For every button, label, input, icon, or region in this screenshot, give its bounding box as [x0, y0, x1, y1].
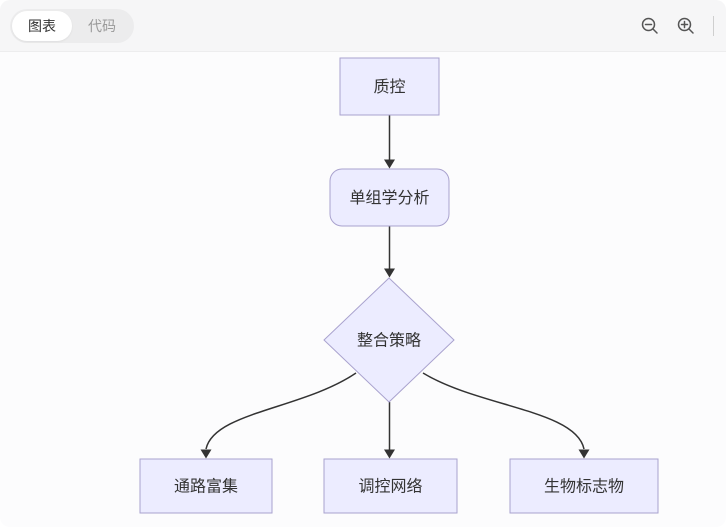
zoom-in-button[interactable]: [675, 15, 697, 37]
node-label: 质控: [373, 78, 405, 96]
node-network-shape: [323, 458, 458, 514]
node-qc-shape: [339, 57, 440, 116]
edge-arrowhead: [578, 449, 590, 459]
node-label: 调控网络: [358, 477, 422, 496]
node-biomarker: 生物标志物: [509, 458, 659, 514]
edge-arrowhead: [384, 449, 395, 459]
node-pathway: 通路富集: [139, 458, 273, 514]
node-label: 通路富集: [174, 478, 238, 496]
node-label: 生物标志物: [544, 478, 624, 496]
tab-code[interactable]: 代码: [72, 11, 132, 41]
node-label: 整合策略: [357, 332, 421, 350]
toolbar-right: [639, 15, 714, 37]
node-analysis-shape: [329, 168, 450, 227]
node-pathway-shape: [139, 458, 273, 514]
node-qc: 质控: [339, 57, 440, 116]
edge-arrowhead: [384, 268, 395, 278]
tab-code-label: 代码: [88, 17, 116, 34]
edge-strategy-to-pathway: [205, 372, 357, 450]
edge-arrowhead: [200, 449, 212, 459]
node-strategy: 整合策略: [323, 277, 455, 403]
toolbar: 图表 代码: [0, 0, 726, 52]
node-network: 调控网络: [323, 458, 458, 514]
edge-strategy-to-biomarker: [422, 372, 585, 450]
toolbar-divider: [713, 15, 714, 36]
flowchart-edges: [200, 115, 590, 459]
node-label: 单组学分析: [349, 189, 429, 207]
flowchart-svg: 质控 单组学分析 整合策略 通路富集 调控网络: [139, 57, 659, 514]
zoom-out-button[interactable]: [639, 15, 661, 37]
zoom-in-icon: [677, 17, 694, 34]
node-biomarker-shape: [509, 458, 659, 514]
view-switcher: 图表 代码: [10, 8, 134, 43]
edge-arrowhead: [384, 159, 395, 169]
tab-chart-label: 图表: [28, 17, 56, 34]
zoom-out-icon: [641, 17, 658, 34]
node-analysis: 单组学分析: [329, 168, 450, 227]
node-strategy-shape: [323, 277, 455, 403]
tab-chart[interactable]: 图表: [12, 10, 72, 41]
diagram-canvas[interactable]: 质控 单组学分析 整合策略 通路富集 调控网络: [0, 52, 726, 527]
